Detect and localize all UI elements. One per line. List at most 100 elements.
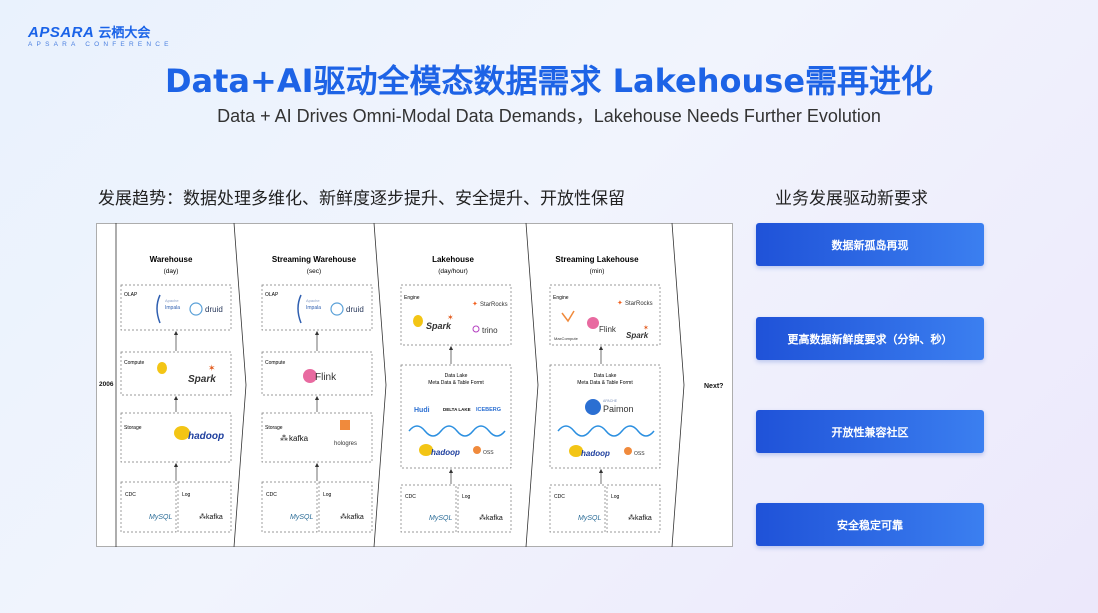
impala-name: Impala <box>306 305 321 311</box>
log-label: Log <box>611 494 620 500</box>
flink-label: Flink <box>599 325 617 334</box>
column-title: Lakehouse <box>432 255 474 264</box>
engine-box <box>400 284 512 346</box>
column-sub: (day/hour) <box>438 268 468 275</box>
column-streaming-lakehouse: Streaming Lakehouse (min) Engine MaxComp… <box>549 255 661 533</box>
kafka-icon: ⁂ <box>280 433 288 443</box>
maxcompute-icon <box>561 310 575 323</box>
data-lake-label: Data Lake <box>445 373 468 379</box>
next-label: Next? <box>704 383 723 390</box>
column-warehouse: Warehouse (day) OLAP Apache Impala druid… <box>120 255 232 533</box>
olap-label: OLAP <box>124 292 138 298</box>
oss-icon <box>624 447 632 455</box>
iceberg-label: ICEBERG <box>476 407 501 413</box>
storage-box <box>261 412 373 463</box>
log-box <box>318 481 373 533</box>
cdc-label: CDC <box>554 494 565 500</box>
hadoop-elephant-icon <box>419 444 433 456</box>
hadoop-elephant-icon <box>174 426 190 440</box>
druid-label: druid <box>346 305 364 314</box>
hive-icon <box>157 362 167 374</box>
stage-separators <box>115 223 685 547</box>
druid-icon <box>189 302 203 316</box>
logo-text: APSARA <box>28 24 95 41</box>
kafka-icon: ⁂ <box>199 513 206 521</box>
log-label: Log <box>182 492 191 498</box>
compute-box <box>261 351 373 396</box>
wave-icon <box>408 425 506 437</box>
requirements-heading: 业务发展驱动新要求 <box>775 189 928 209</box>
spark-star-icon: ✶ <box>447 313 454 322</box>
impala-name: Impala <box>165 305 180 311</box>
hadoop-label: hadoop <box>581 449 610 458</box>
compute-box <box>120 351 232 396</box>
engine-label: Engine <box>404 295 420 301</box>
paimon-label: Paimon <box>603 404 634 414</box>
paimon-prefix: APACHE <box>603 399 618 403</box>
hive-icon <box>413 315 423 327</box>
kafka-label: kafka <box>486 515 503 522</box>
data-lake-box <box>400 364 512 469</box>
cdc-label: CDC <box>405 494 416 500</box>
wave-icon <box>557 425 655 437</box>
olap-label: OLAP <box>265 292 279 298</box>
oss-label: OSS <box>483 450 494 456</box>
kafka-icon: ⁂ <box>340 513 347 521</box>
mysql-label: MySQL <box>578 515 601 522</box>
log-box <box>177 481 232 533</box>
cdc-box <box>261 481 318 533</box>
impala-label: Apache <box>306 298 320 303</box>
flink-label: Flink <box>315 372 337 383</box>
log-label: Log <box>462 494 471 500</box>
requirement-higher-freshness[interactable]: 更高数据新鲜度要求（分钟、秒） <box>756 317 984 360</box>
starrocks-icon: ✦ <box>472 300 478 308</box>
kafka-icon: ⁂ <box>628 514 635 522</box>
druid-icon <box>330 302 344 316</box>
requirement-new-data-silos[interactable]: 数据新孤岛再现 <box>756 223 984 266</box>
olap-box <box>261 284 373 331</box>
paimon-icon <box>585 399 601 415</box>
cdc-label: CDC <box>266 492 277 498</box>
column-title: Streaming Lakehouse <box>555 255 639 264</box>
data-lake-box <box>549 364 661 469</box>
impala-icon <box>297 294 302 324</box>
column-sub: (sec) <box>307 268 321 275</box>
requirement-open-compatibility[interactable]: 开放性兼容社区 <box>756 410 984 453</box>
hadoop-label: hadoop <box>188 431 224 442</box>
logo-cn-text: 云栖大会 <box>98 26 151 41</box>
oss-icon <box>473 446 481 454</box>
mysql-label: MySQL <box>429 515 452 522</box>
kafka-label: kafka <box>206 514 223 521</box>
starrocks-label: StarRocks <box>625 301 653 307</box>
olap-box <box>120 284 232 331</box>
druid-label: druid <box>205 305 223 314</box>
hologres-label: hologres <box>334 441 357 447</box>
hudi-label: Hudi <box>414 407 430 414</box>
column-sub: (min) <box>590 268 605 275</box>
delta-lake-label: DELTA LAKE <box>443 407 471 412</box>
impala-label: Apache <box>165 298 179 303</box>
starrocks-icon: ✦ <box>617 299 623 307</box>
storage-label: Storage <box>265 425 283 431</box>
engine-label: Engine <box>553 295 569 301</box>
storage-box <box>120 412 232 463</box>
cdc-box <box>400 484 457 533</box>
requirement-secure-stable[interactable]: 安全稳定可靠 <box>756 503 984 546</box>
logo-subtext: APSARA CONFERENCE <box>28 41 173 48</box>
kafka-label: kafka <box>289 434 309 443</box>
hologres-icon <box>340 420 350 430</box>
flink-squirrel-icon <box>587 317 599 329</box>
hadoop-label: hadoop <box>431 448 460 457</box>
year-label: 2006 <box>99 381 114 388</box>
page-subtitle: Data + AI Drives Omni-Modal Data Demands… <box>217 106 881 126</box>
maxcompute-label: MaxCompute <box>554 336 579 341</box>
cdc-box <box>120 481 177 533</box>
column-lakehouse: Lakehouse (day/hour) Engine Spark ✶ ✦ St… <box>400 255 512 533</box>
kafka-label: kafka <box>635 515 652 522</box>
trino-icon <box>472 325 480 333</box>
flink-squirrel-icon <box>303 369 317 383</box>
trend-heading: 发展趋势：数据处理多维化、新鲜度逐步提升、安全提升、开放性保留 <box>98 189 625 209</box>
mysql-label: MySQL <box>149 514 172 521</box>
spark-label: Spark <box>188 374 216 385</box>
column-streaming-warehouse: Streaming Warehouse (sec) OLAP Apache Im… <box>261 255 373 533</box>
